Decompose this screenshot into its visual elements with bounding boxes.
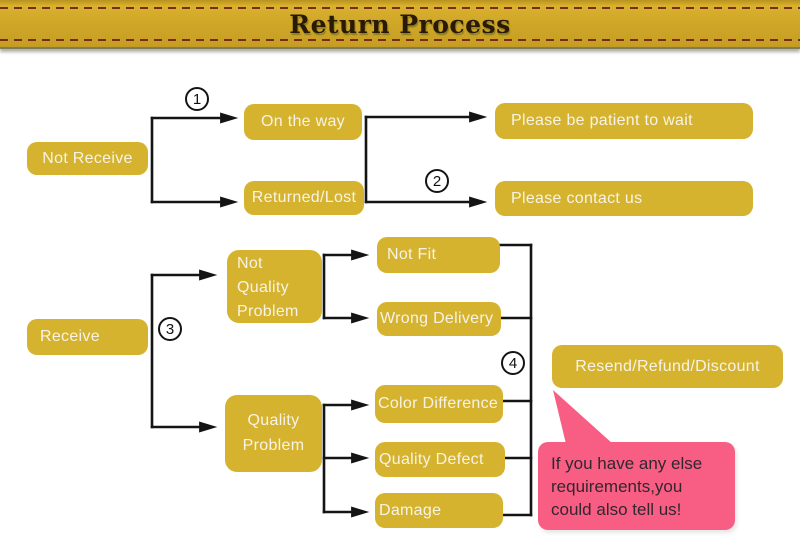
step-circle-4: 4 [501,351,525,375]
node-please-be-patient: Please be patient to wait [495,103,753,139]
banner-dash-bottom [0,39,800,41]
step-circle-3: 3 [158,317,182,341]
page-title: Return Process [289,10,511,39]
step-circle-2: 2 [425,169,449,193]
node-not-fit: Not Fit [377,237,500,273]
note-bubble-tail [553,390,613,444]
node-on-the-way: On the way [244,104,362,140]
node-resend-refund-discount: Resend/Refund/Discount [552,345,783,388]
note-text-line: requirements,you [551,477,683,496]
node-quality-problem: Quality Problem [225,395,322,472]
banner-dash-top [0,7,800,9]
node-please-contact-us: Please contact us [495,181,753,216]
node-color-difference: Color Difference [375,385,503,423]
node-quality-defect: Quality Defect [375,442,505,477]
banner: Return Process [0,0,800,49]
step-circle-1: 1 [185,87,209,111]
node-not-receive: Not Receive [27,142,148,175]
note-text-line: If you have any else [551,454,703,473]
node-damage: Damage [375,493,503,528]
node-returned-lost: Returned/Lost [244,181,364,215]
node-wrong-delivery: Wrong Delivery [377,302,501,336]
note-bubble: If you have any else requirements,you co… [538,442,735,530]
note-text-line: could also tell us! [551,500,682,519]
node-not-quality-problem: Not Quality Problem [227,250,322,323]
node-receive: Receive [27,319,148,355]
